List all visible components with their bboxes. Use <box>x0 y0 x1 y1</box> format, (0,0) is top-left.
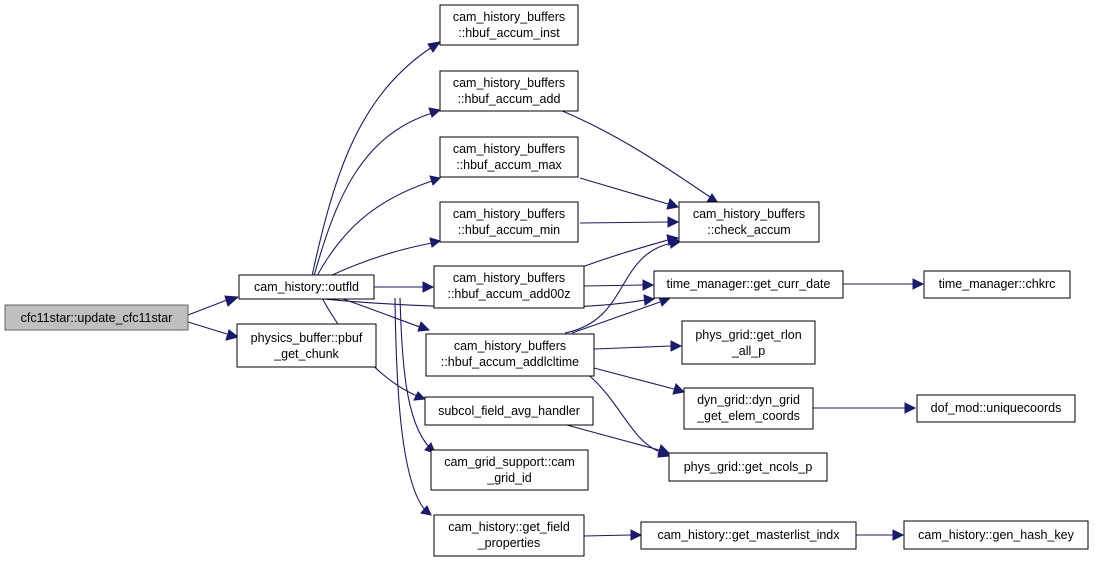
node-get-ncols-p[interactable]: phys_grid::get_ncols_p <box>668 452 828 482</box>
node-label: cfc11star::update_cfc11star <box>21 311 173 325</box>
node-get-curr-date[interactable]: time_manager::get_curr_date <box>653 270 844 299</box>
edge-root-outfld <box>187 295 240 316</box>
edge-add00z-currdate <box>583 279 655 291</box>
node-label: cam_grid_support::cam <box>444 455 575 469</box>
node-label: time_manager::chkrc <box>939 277 1056 291</box>
node-label: dof_mod::uniquecoords <box>931 401 1062 415</box>
node-get-field-properties[interactable]: cam_history::get_field _properties <box>433 514 585 557</box>
edge-outfld-max <box>316 175 442 277</box>
node-get-rlon-all-p[interactable]: phys_grid::get_rlon _all_p <box>681 320 816 365</box>
edge-outfld-min <box>329 237 442 277</box>
node-label: _get_elem_coords <box>696 409 800 423</box>
edge-addlcl-check <box>564 237 683 334</box>
edge-outfld-add00z <box>374 281 435 293</box>
node-label: ::hbuf_accum_add00z <box>447 287 570 301</box>
node-hbuf-accum-min[interactable]: cam_history_buffers ::hbuf_accum_min <box>439 201 579 243</box>
edge-masterlist-hash <box>856 529 905 541</box>
edge-addlcl-currdate <box>571 296 672 334</box>
edge-outfld-add <box>313 107 442 277</box>
node-dyn-grid-get-elem-coords[interactable]: dyn_grid::dyn_grid _get_elem_coords <box>683 387 814 430</box>
edge-currdate-chkrc <box>843 278 925 290</box>
edge-elem-unique <box>813 402 917 414</box>
node-hbuf-accum-add[interactable]: cam_history_buffers ::hbuf_accum_add <box>439 70 579 112</box>
node-label: phys_grid::get_rlon <box>695 328 801 342</box>
node-label: ::hbuf_accum_min <box>458 223 560 237</box>
node-label: subcol_field_avg_handler <box>438 404 580 418</box>
node-label: physics_buffer::pbuf <box>251 331 363 345</box>
edge-outfld-getfield <box>394 297 432 516</box>
edge-addlcl-elem <box>593 367 686 395</box>
edge-min-check <box>579 216 680 228</box>
node-hbuf-accum-max[interactable]: cam_history_buffers ::hbuf_accum_max <box>439 136 579 178</box>
node-cam-grid-id[interactable]: cam_grid_support::cam _grid_id <box>430 449 589 491</box>
node-hbuf-accum-inst[interactable]: cam_history_buffers ::hbuf_accum_inst <box>439 4 579 46</box>
node-label: cam_history::get_field <box>448 520 570 534</box>
node-hbuf-accum-addlcltime[interactable]: cam_history_buffers ::hbuf_accum_addlclt… <box>425 333 595 377</box>
node-outfld[interactable]: cam_history::outfld <box>238 274 375 300</box>
node-pbuf-get-chunk[interactable]: physics_buffer::pbuf _get_chunk <box>236 323 377 368</box>
node-label: cam_history_buffers <box>453 207 565 221</box>
node-label: phys_grid::get_ncols_p <box>684 460 813 474</box>
node-label: cam_history_buffers <box>693 207 805 221</box>
node-gen-hash-key[interactable]: cam_history::gen_hash_key <box>903 520 1089 550</box>
node-label: cam_history_buffers <box>453 142 565 156</box>
node-label: _all_p <box>731 344 765 358</box>
node-label: ::hbuf_accum_add <box>458 92 561 106</box>
edge-max-check <box>579 177 680 210</box>
edge-root-pbuf <box>187 321 240 341</box>
edge-subcol-ncols <box>562 423 671 456</box>
node-label: cam_history::outfld <box>254 280 359 294</box>
node-label: cam_history_buffers <box>453 271 565 285</box>
node-update-cfc11star[interactable]: cfc11star::update_cfc11star <box>4 304 189 331</box>
edge-add00z-check <box>581 234 680 268</box>
node-label: time_manager::get_curr_date <box>667 277 831 291</box>
edge-getfield-masterlist <box>583 529 643 541</box>
node-label: cam_history::gen_hash_key <box>918 528 1074 542</box>
edge-addlcl-rlon <box>593 340 683 352</box>
node-label: dyn_grid::dyn_grid <box>697 393 800 407</box>
node-label: _properties <box>477 536 541 550</box>
node-hbuf-accum-add00z[interactable]: cam_history_buffers ::hbuf_accum_add00z <box>433 265 585 309</box>
node-label: _get_chunk <box>273 347 339 361</box>
node-label: cam_history_buffers <box>453 76 565 90</box>
node-label: ::hbuf_accum_addlcltime <box>441 355 579 369</box>
node-label: cam_history_buffers <box>454 339 566 353</box>
node-chkrc[interactable]: time_manager::chkrc <box>923 270 1071 299</box>
node-label: cam_history::get_masterlist_indx <box>657 528 840 542</box>
node-check-accum[interactable]: cam_history_buffers ::check_accum <box>678 201 820 243</box>
edge-outfld-inst <box>311 41 442 277</box>
node-label: ::check_accum <box>707 223 790 237</box>
node-label: ::hbuf_accum_inst <box>458 26 560 40</box>
node-uniquecoords[interactable]: dof_mod::uniquecoords <box>916 394 1076 423</box>
node-get-masterlist-indx[interactable]: cam_history::get_masterlist_indx <box>640 521 857 550</box>
node-label: cam_history_buffers <box>453 10 565 24</box>
edge-add-check <box>559 109 719 204</box>
node-label: _grid_id <box>486 471 532 485</box>
node-label: ::hbuf_accum_max <box>456 158 562 172</box>
node-subcol-field-avg-handler[interactable]: subcol_field_avg_handler <box>424 396 594 426</box>
